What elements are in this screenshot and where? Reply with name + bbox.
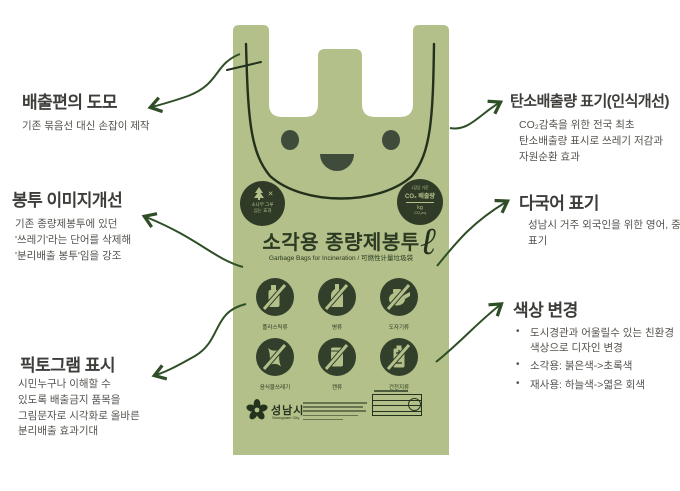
x-mark: ✕ bbox=[267, 190, 274, 198]
form-table bbox=[372, 394, 422, 416]
pictogram-label: 음식물쓰레기 bbox=[259, 385, 291, 391]
battery-icon bbox=[380, 338, 418, 376]
drawstring-tick bbox=[226, 61, 262, 71]
pictogram-batteries: 건전지류 bbox=[371, 337, 427, 391]
teapot-icon bbox=[380, 278, 418, 316]
food-waste-icon bbox=[256, 338, 294, 376]
arrow-bag-to-right-bottom bbox=[435, 302, 504, 363]
pictogram-label: 병류 bbox=[331, 325, 343, 331]
tree-offset-badge: ✕ 소나무 그루 심는 효과 bbox=[240, 181, 285, 226]
stamp-seal bbox=[408, 398, 421, 411]
badge-right-mid: CO₂ 배출량 bbox=[405, 194, 435, 200]
pictogram-label: 도자기류 bbox=[388, 325, 410, 331]
pictogram-plastics: 플라스틱류 bbox=[247, 277, 303, 331]
liter-symbol: ℓ bbox=[420, 219, 436, 263]
badge-divider bbox=[406, 202, 434, 203]
color-bullet: • 도시경관과 어울릴수 있는 친환경 색상으로 디자인 변경 bbox=[516, 326, 674, 355]
callout-body-handle: 기존 묶음선 대신 손잡이 제작 bbox=[22, 120, 150, 132]
pine-tree-icon bbox=[253, 187, 264, 200]
arrow-bag-to-left-bottom bbox=[151, 303, 247, 381]
callout-body-image: 기존 종량제봉투에 있던 '쓰레기'라는 단어를 삭제해 '분리배출 봉투'임을… bbox=[15, 218, 132, 262]
callout-body-pictogram: 시민누구나 이해할 수 있도록 배출금지 품목을 그림문자로 시각화로 올바른 … bbox=[18, 378, 140, 438]
can-icon bbox=[318, 338, 356, 376]
arrow-handle-to-left-top bbox=[147, 53, 241, 114]
callout-title-color: 색상 변경 bbox=[513, 301, 578, 320]
bag-title: 소각용 종량제봉투 bbox=[262, 232, 420, 254]
callout-body-color: • 도시경관과 어울릴수 있는 친환경 색상으로 디자인 변경 • 소각용: 붉… bbox=[516, 326, 680, 396]
pictogram-cans: 캔류 bbox=[309, 337, 365, 391]
badge-right-top: 1장당 기준 bbox=[411, 186, 429, 190]
pictogram-ceramics: 도자기류 bbox=[371, 277, 427, 331]
fine-print-block bbox=[303, 402, 369, 423]
bag-subtitle: Garbage Bags for Incineration / 可燃性计量垃圾袋 bbox=[268, 255, 414, 262]
pictogram-label: 캔류 bbox=[331, 385, 343, 391]
co2-emission-badge: 1장당 기준 CO₂ 배출량 kg CO₂eq bbox=[397, 179, 443, 225]
color-bullet: • 재사용: 하늘색->엷은 회색 bbox=[516, 377, 645, 391]
callout-title-pictogram: 픽토그램 표시 bbox=[20, 356, 116, 375]
color-bullet: • 소각용: 붉은색->초록색 bbox=[516, 359, 633, 373]
city-name-en: Seongnam City bbox=[272, 415, 300, 420]
form-row bbox=[373, 406, 421, 412]
pictogram-label: 건전지류 bbox=[388, 385, 410, 391]
drawstring bbox=[244, 42, 436, 200]
callout-body-carbon: CO₂감축을 위한 전국 최초 탄소배출량 표시로 쓰레기 저감과 자원순환 효… bbox=[519, 119, 663, 163]
city-name: 성남시 bbox=[271, 405, 305, 417]
callout-body-multilingual: 성남시 거주 외국인을 위한 영어, 중국어 표기 bbox=[528, 219, 680, 247]
callout-title-image: 봉투 이미지개선 bbox=[12, 191, 123, 210]
pictogram-label: 플라스틱류 bbox=[262, 325, 288, 331]
form-row bbox=[373, 401, 421, 407]
callout-title-handle: 배출편의 도모 bbox=[22, 93, 118, 112]
mouth bbox=[320, 154, 354, 171]
pictogram-food-waste: 음식물쓰레기 bbox=[247, 337, 303, 391]
form-caption-line bbox=[374, 390, 408, 392]
arrow-bag-to-right-mid bbox=[436, 198, 511, 267]
badge-right-unit2: CO₂eq bbox=[414, 210, 426, 215]
plastic-bottle-icon bbox=[256, 278, 294, 316]
badge-left-line1: 소나무 그루 bbox=[251, 202, 274, 207]
callout-title-carbon: 탄소배출량 표기(인식개선) bbox=[510, 93, 669, 110]
seongnam-city-logo-icon bbox=[246, 399, 268, 420]
right-eye bbox=[382, 130, 400, 150]
arrow-bag-to-right-top bbox=[449, 99, 504, 130]
left-eye bbox=[281, 130, 299, 150]
form-row bbox=[373, 395, 421, 401]
badge-left-line2: 심는 효과 bbox=[253, 208, 272, 213]
pictogram-bottles: 병류 bbox=[309, 277, 365, 331]
glass-bottle-icon bbox=[318, 278, 356, 316]
badge-right-unit1: kg bbox=[417, 204, 423, 211]
callout-title-multilingual: 다국어 표기 bbox=[519, 194, 599, 213]
arrow-bag-to-left-mid bbox=[141, 212, 244, 268]
